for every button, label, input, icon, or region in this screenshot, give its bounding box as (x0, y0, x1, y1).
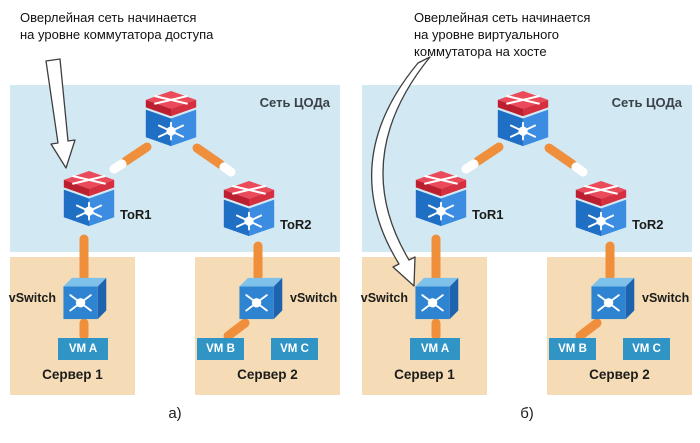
tor1-switch-icon-b (414, 170, 468, 228)
panel-b-icons (414, 90, 636, 321)
panel-caption-b: б) (520, 405, 534, 422)
vswitch-icon-server2-a (238, 276, 284, 321)
vm-c-box-a: VM C (271, 338, 318, 360)
panel-a-links (79, 142, 263, 341)
annotation-b: Оверлейная сеть начинается на уровне вир… (414, 10, 591, 59)
vswitch-icon-server2-b (590, 276, 636, 321)
spine-switch-icon-b (496, 90, 550, 148)
vm-a-box-b: VM A (410, 338, 460, 360)
tor2-switch-icon-a (222, 180, 276, 238)
vswitch-label-server2-a: vSwitch (290, 291, 338, 305)
vm-b-box-b: VM B (549, 338, 596, 360)
vswitch-label-server1-b: vSwitch (360, 291, 408, 305)
vm-b-box-a: VM B (197, 338, 244, 360)
dc-network-label-a: Сеть ЦОДа (259, 95, 330, 110)
dc-network-label-b: Сеть ЦОДа (611, 95, 682, 110)
annotation-arrow-b (370, 56, 431, 287)
vm-c-box-b: VM C (623, 338, 670, 360)
tor1-switch-icon-a (62, 170, 116, 228)
vswitch-icon-server1-a (62, 276, 108, 321)
server1-label-b: Сервер 1 (394, 367, 455, 382)
tor1-label-a: ToR1 (120, 207, 152, 222)
annotation-a: Оверлейная сеть начинается на уровне ком… (20, 10, 214, 42)
tor2-label-b: ToR2 (632, 217, 664, 232)
panel-caption-a: а) (168, 405, 182, 422)
tor1-label-b: ToR1 (472, 207, 504, 222)
tor2-label-a: ToR2 (280, 217, 312, 232)
server1-label-a: Сервер 1 (42, 367, 103, 382)
server2-label-a: Сервер 2 (237, 367, 298, 382)
vswitch-label-server2-b: vSwitch (642, 291, 690, 305)
tor2-switch-icon-b (574, 180, 628, 238)
server2-label-b: Сервер 2 (589, 367, 650, 382)
annotation-arrow-a (45, 58, 76, 169)
panel-b-links (431, 142, 615, 341)
vswitch-icon-server1-b (414, 276, 460, 321)
vm-a-box-a: VM A (58, 338, 108, 360)
spine-switch-icon-a (144, 90, 198, 148)
vswitch-label-server1-a: vSwitch (8, 291, 56, 305)
